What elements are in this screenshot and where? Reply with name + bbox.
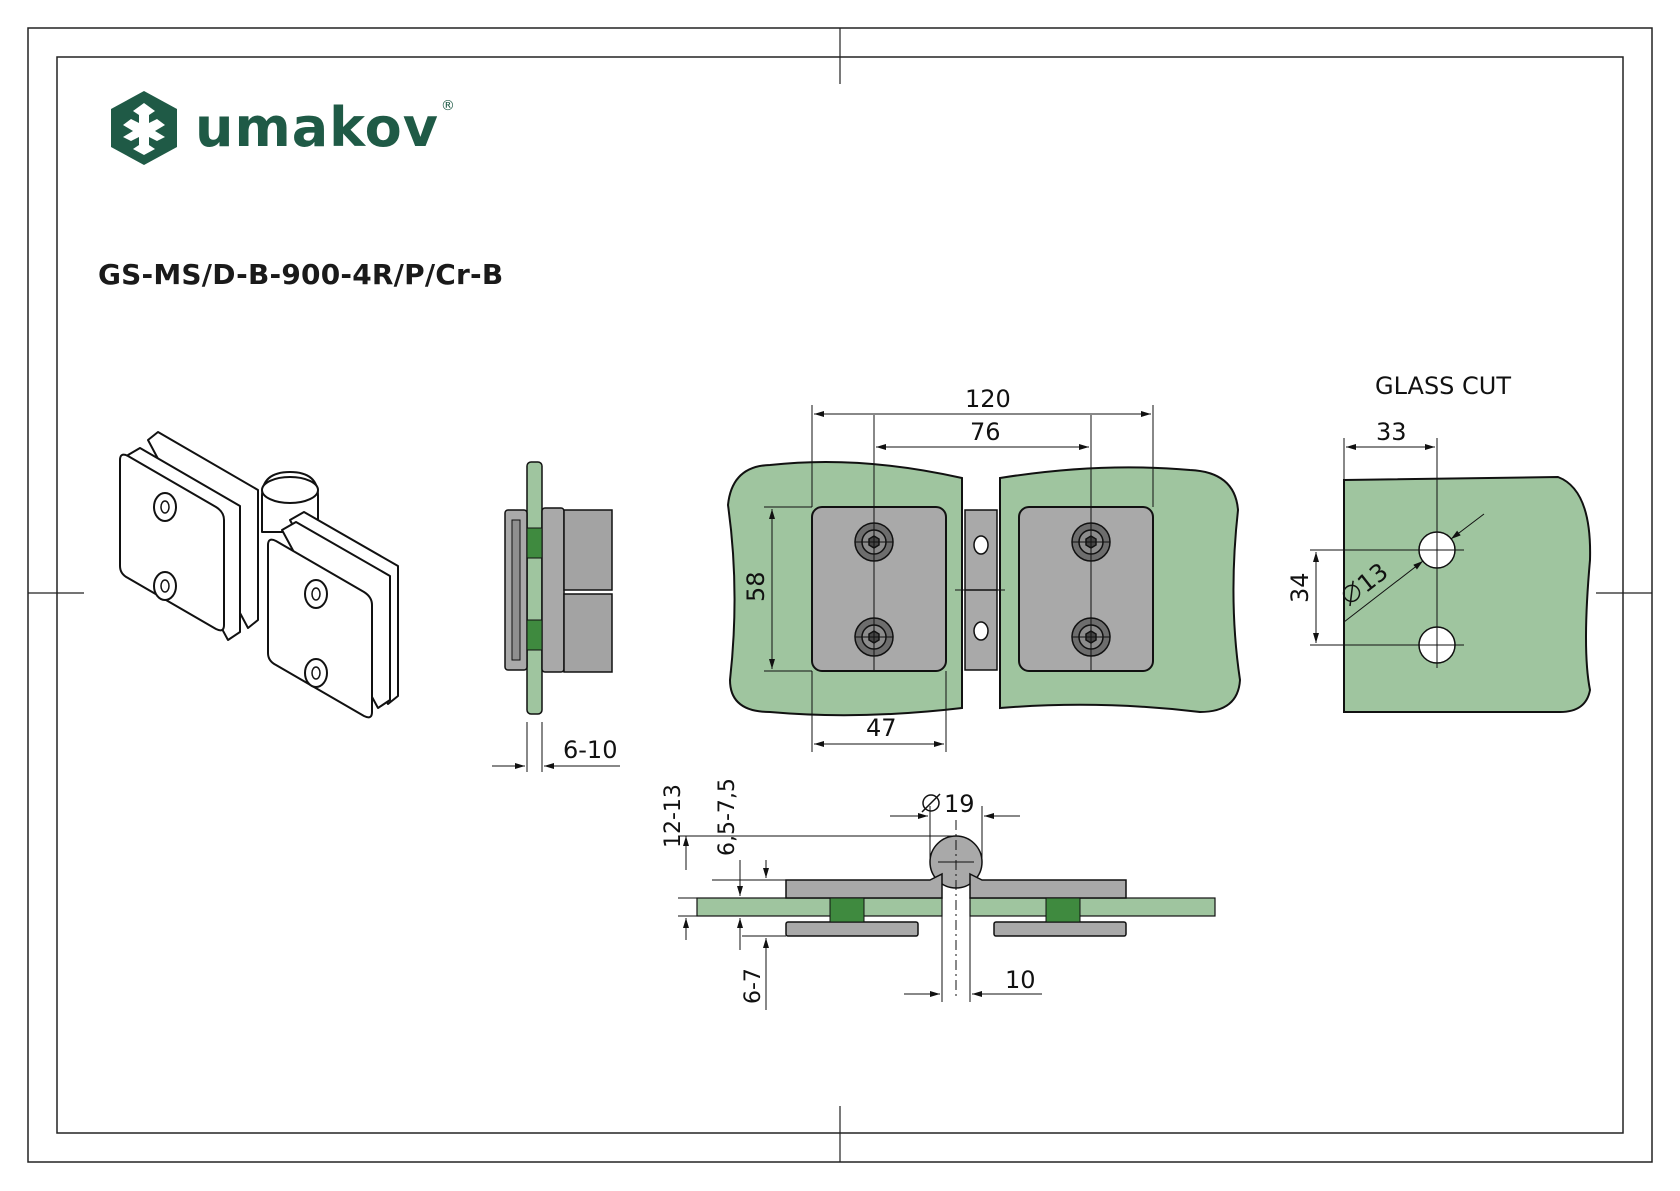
dim-glass-range: 6-7 [741, 968, 766, 1004]
plan-plate-bottom-left [785, 921, 919, 937]
plan-glass-left [696, 897, 943, 917]
dim-cut-hole-spacing: 34 [1286, 572, 1314, 603]
dim-plate-offset: 6,5-7,5 [715, 778, 740, 856]
side-view [492, 461, 620, 772]
dim-cut-offset: 33 [1376, 418, 1407, 446]
front-view [726, 405, 1242, 752]
plate-right [1018, 506, 1154, 672]
plan-view [678, 806, 1216, 1010]
dim-side-glass: 6-10 [563, 736, 617, 764]
dim-hole-spacing: 76 [970, 418, 1001, 446]
dim-barrel-diameter: 19 [944, 790, 975, 818]
side-barrel-lower [563, 593, 613, 673]
dim-plate-height: 58 [742, 571, 770, 602]
dim-gap: 10 [1005, 966, 1036, 994]
plate-left [811, 506, 947, 672]
plan-plate-bottom-right [993, 921, 1127, 937]
side-glass [526, 461, 543, 715]
dim-height-total: 12-13 [661, 784, 686, 848]
diameter-symbol-icon [921, 793, 941, 813]
glass-cut-title: GLASS CUT [1375, 372, 1511, 400]
registered-mark: ® [440, 98, 455, 114]
plan-plate-top-right [969, 872, 1127, 899]
side-plate-right [541, 507, 565, 673]
brand-name: umakov [195, 96, 439, 159]
plan-plate-top-left [785, 872, 943, 899]
brand-logo: umakov ® [105, 88, 455, 168]
product-code: GS-MS/D-B-900-4R/P/Cr-B [98, 258, 504, 291]
side-barrel-upper [563, 509, 613, 591]
plan-glass-right [969, 897, 1216, 917]
glass-cut-view [1310, 438, 1592, 713]
glass-cut-panel [1343, 475, 1592, 713]
dim-width-total: 120 [965, 385, 1011, 413]
isometric-view [119, 431, 399, 719]
dim-plate-width: 47 [866, 714, 897, 742]
umakov-logo-icon [111, 91, 177, 165]
diameter-symbol-icon [1342, 580, 1361, 607]
